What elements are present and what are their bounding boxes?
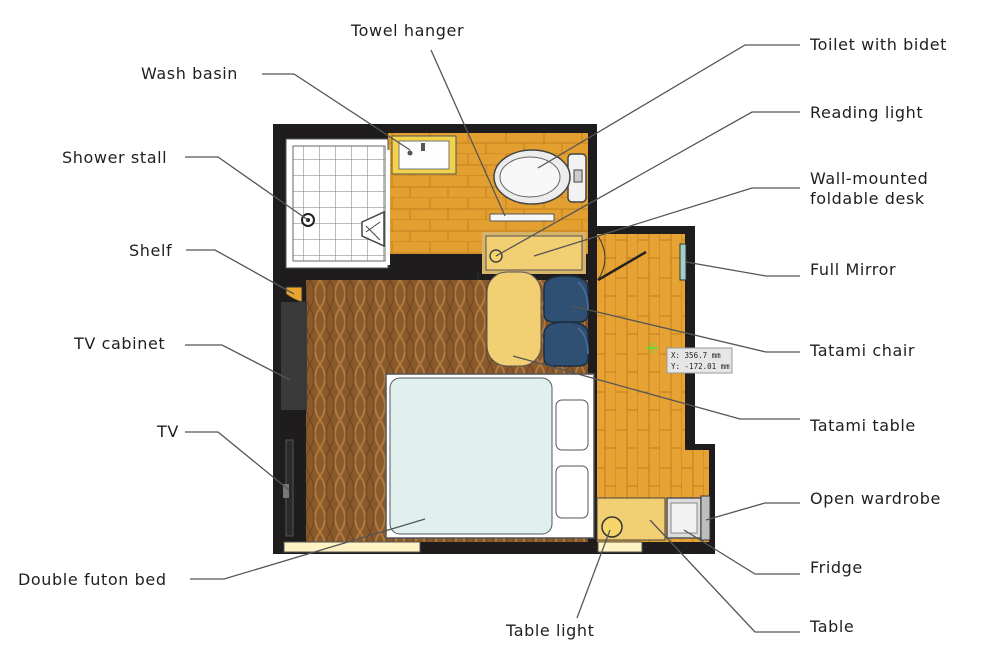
- floor-plan: X: 356.7 mm Y: -172.01 mm: [273, 124, 733, 554]
- toilet-icon: [493, 149, 587, 205]
- leader-shower-stall: [185, 156, 309, 221]
- leader-fridge: [683, 529, 800, 575]
- leader-tv-cabinet: [185, 344, 291, 381]
- window: [597, 541, 643, 553]
- shower-tiles: [292, 145, 386, 262]
- labels: Towel hanger Toilet with bidet Wash basi…: [18, 21, 947, 640]
- tv-cabinet: [281, 302, 307, 410]
- leader-toilet: [537, 44, 800, 169]
- leader-wash-basin: [262, 73, 411, 151]
- entrance-door-swing: [597, 250, 647, 282]
- label-toilet-with-bidet: Toilet with bidet: [809, 35, 947, 54]
- leader-tv: [185, 431, 290, 491]
- leader-table: [649, 519, 800, 633]
- open-wardrobe: [700, 495, 711, 541]
- window: [283, 541, 421, 553]
- tatami-table: [486, 271, 542, 367]
- full-mirror: [679, 243, 687, 281]
- coordinate-y: Y: -172.01 mm: [671, 362, 730, 371]
- leader-mirror: [685, 261, 800, 277]
- leader-lines: [185, 44, 800, 633]
- leader-open-wardrobe: [705, 502, 800, 521]
- shower-seat: [361, 210, 385, 248]
- label-reading-light: Reading light: [810, 103, 923, 122]
- tatami-floor-north: [388, 280, 476, 340]
- shelf: [285, 286, 303, 303]
- label-table-light: Table light: [505, 621, 595, 640]
- leader-reading-light: [495, 111, 800, 257]
- label-tatami-chair: Tatami chair: [809, 341, 915, 360]
- cursor-crosshair: [646, 342, 658, 354]
- leader-tatami-table: [512, 355, 800, 420]
- label-wall-mounted-desk-line1: Wall-mounted: [810, 169, 928, 188]
- label-fridge: Fridge: [810, 558, 863, 577]
- label-full-mirror: Full Mirror: [810, 260, 896, 279]
- label-tv-cabinet: TV cabinet: [73, 334, 165, 353]
- leader-towel-hanger: [430, 49, 506, 217]
- leader-tatami-chair: [571, 305, 800, 353]
- coordinate-x: X: 356.7 mm: [671, 351, 721, 360]
- label-wash-basin: Wash basin: [141, 64, 238, 83]
- tatami-chair-icon: [543, 275, 589, 367]
- pillow: [555, 465, 589, 519]
- label-shelf: Shelf: [129, 241, 172, 260]
- label-towel-hanger: Towel hanger: [350, 21, 464, 40]
- leader-double-futon-bed: [190, 518, 426, 580]
- bed-mattress: [389, 377, 553, 535]
- label-tv: TV: [156, 422, 179, 441]
- towel-hanger: [489, 213, 555, 222]
- leader-table-light: [576, 529, 611, 619]
- coordinate-readout: X: 356.7 mm Y: -172.01 mm: [666, 347, 733, 374]
- label-open-wardrobe: Open wardrobe: [810, 489, 941, 508]
- label-table: Table: [809, 617, 854, 636]
- label-wall-mounted-desk-line2: foldable desk: [810, 189, 925, 208]
- table-light-icon: [601, 516, 623, 538]
- label-shower-stall: Shower stall: [62, 148, 167, 167]
- leader-desk: [533, 187, 800, 257]
- label-tatami-table: Tatami table: [809, 416, 916, 435]
- leader-shelf: [186, 249, 295, 295]
- pillow: [555, 399, 589, 451]
- label-double-futon-bed: Double futon bed: [18, 570, 167, 589]
